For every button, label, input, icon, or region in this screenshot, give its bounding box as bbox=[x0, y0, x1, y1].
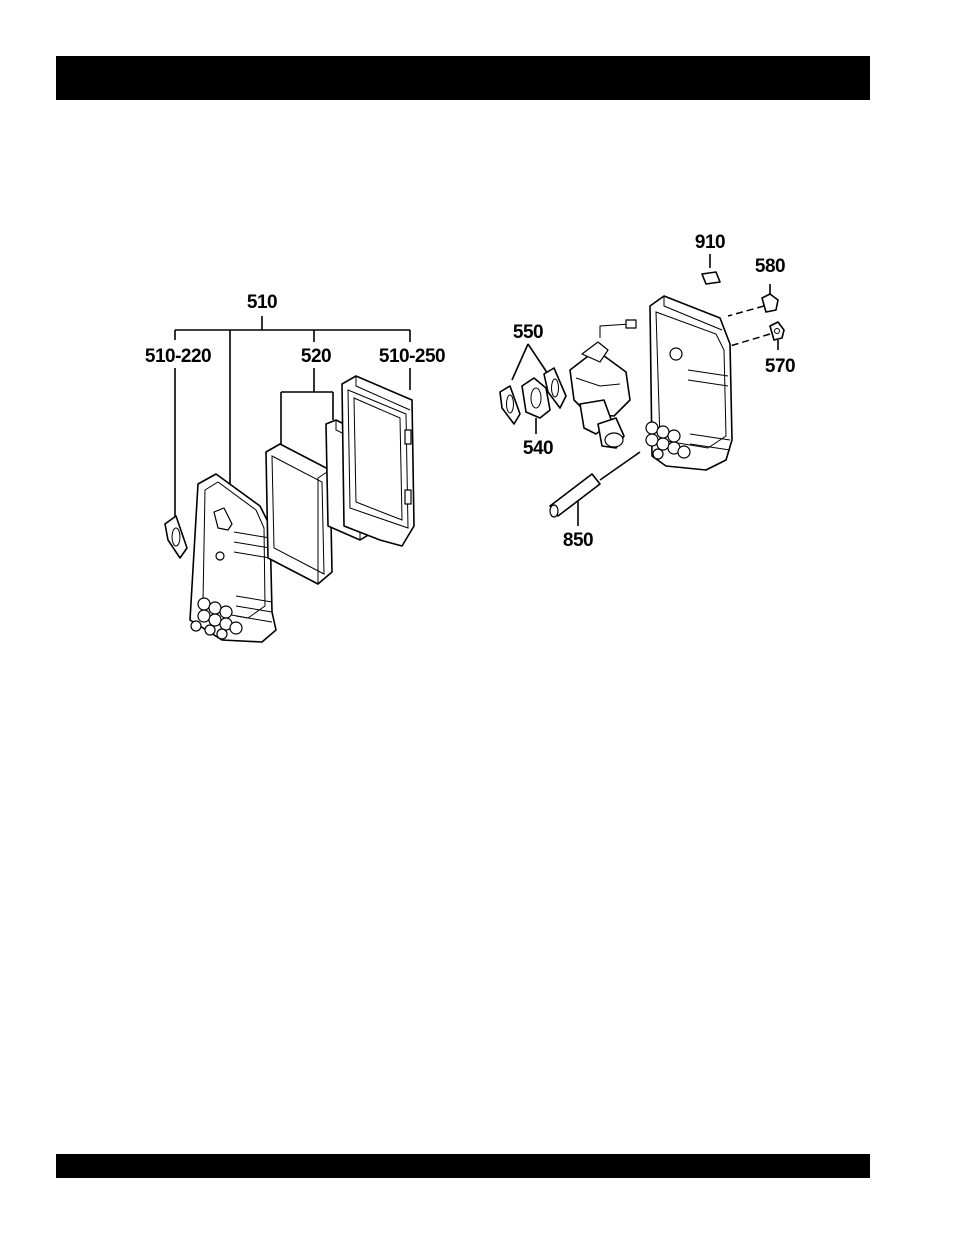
callout-550: 550 bbox=[513, 322, 543, 343]
carburetor bbox=[570, 320, 636, 448]
callout-520: 520 bbox=[301, 346, 331, 367]
leader-550 bbox=[512, 344, 548, 380]
nut-570 bbox=[730, 322, 784, 346]
air-cleaner-base bbox=[190, 474, 276, 642]
part-910 bbox=[702, 272, 720, 284]
footer-bar bbox=[56, 1154, 870, 1178]
screw-580 bbox=[728, 294, 778, 316]
tube-850 bbox=[550, 452, 640, 517]
callout-910: 910 bbox=[695, 232, 725, 253]
callout-540: 540 bbox=[523, 438, 553, 459]
air-cleaner-base-right bbox=[646, 296, 732, 470]
callout-580: 580 bbox=[755, 256, 785, 277]
callout-510-220: 510-220 bbox=[145, 346, 211, 367]
callout-570: 570 bbox=[765, 356, 795, 377]
gasket-510-220 bbox=[165, 516, 187, 558]
callout-850: 850 bbox=[563, 530, 593, 551]
callout-510-250: 510-250 bbox=[379, 346, 445, 367]
callout-510: 510 bbox=[247, 292, 277, 313]
leader-520 bbox=[281, 368, 333, 446]
air-cleaner-cover-510-250 bbox=[342, 376, 414, 546]
